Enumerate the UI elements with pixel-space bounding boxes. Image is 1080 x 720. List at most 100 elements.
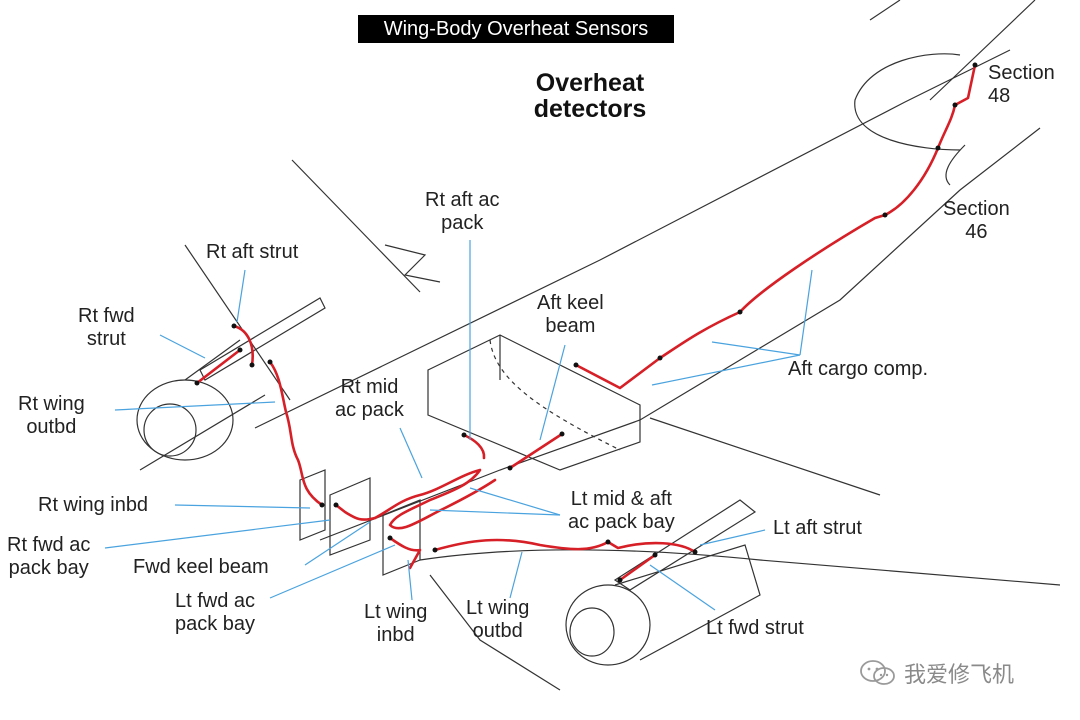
sensor-node	[605, 539, 611, 545]
label-line: 48	[988, 85, 1011, 107]
leader-lt-aft-strut	[699, 529, 766, 546]
right-engine-body	[139, 339, 266, 471]
right-wing-flap	[384, 244, 441, 283]
title-line-2: detectors	[533, 95, 647, 123]
leader-rt-aft-strut	[236, 269, 246, 323]
sensor-node	[652, 552, 658, 558]
left-engine-nacelle	[565, 584, 651, 666]
leader-lt-mid-aft-1	[469, 487, 561, 516]
sensor-rt-aft-strut	[232, 324, 254, 367]
page-title: Overheat detectors	[500, 70, 680, 122]
label-line: pack bay	[175, 613, 256, 635]
pack-bay-dashed	[489, 339, 621, 451]
pack-bay-box	[427, 334, 641, 471]
leader-fwd-keel-beam	[304, 521, 371, 566]
label-lt-wing-inbd: Lt wing inbd	[364, 601, 427, 647]
label-line: Rt wing	[18, 393, 85, 415]
leader-lines	[104, 240, 813, 611]
label-rt-aft-ac-pack: Rt aft ac pack	[425, 189, 499, 235]
label-line: ac pack	[335, 399, 404, 421]
label-section46: Section 46	[943, 198, 1010, 244]
watermark-text: 我爱修飞机	[904, 663, 1015, 688]
label-rt-fwd-strut: Rt fwd strut	[78, 305, 135, 351]
label-line: Section	[988, 62, 1055, 84]
fuselage-upper-edge	[254, 49, 1011, 429]
left-engine-inlet	[569, 607, 615, 657]
leader-aft-cargo-2	[711, 341, 801, 356]
label-lt-aft-strut: Lt aft strut	[773, 517, 862, 540]
sensor-node	[319, 502, 325, 508]
label-fwd-keel-beam: Fwd keel beam	[133, 556, 269, 579]
sensor-section46	[883, 146, 940, 217]
sensor-node	[194, 380, 200, 386]
sensor-node	[692, 549, 698, 555]
leader-aft-keel-beam	[539, 344, 566, 441]
label-line: strut	[86, 328, 126, 350]
leader-lt-fwd-strut	[649, 564, 716, 611]
sensor-node	[237, 347, 243, 353]
overheat-sensor-loops	[194, 62, 978, 583]
sensor-node	[617, 577, 623, 583]
leader-aft-cargo-3	[651, 354, 801, 386]
sensor-node	[231, 323, 237, 329]
leader-lt-mid-aft-2	[429, 509, 561, 516]
label-line: inbd	[376, 624, 415, 646]
label-rt-wing-inbd: Rt wing inbd	[38, 494, 148, 517]
sensor-node	[249, 362, 255, 368]
left-wing-aft-edge	[649, 417, 881, 496]
label-line: pack bay	[8, 557, 89, 579]
sensor-node	[507, 465, 513, 471]
label-lt-fwd-strut: Lt fwd strut	[706, 617, 804, 640]
label-lt-mid-aft-ac-pack-bay: Lt mid & aft ac pack bay	[568, 488, 675, 534]
sensor-lt-wing-inbd	[388, 536, 422, 570]
sensor-node	[935, 145, 941, 151]
label-line: beam	[545, 315, 596, 337]
label-rt-aft-strut: Rt aft strut	[206, 241, 298, 264]
title-banner: Wing-Body Overheat Sensors	[358, 15, 674, 43]
sensor-lt-wing-outbd	[433, 538, 697, 554]
label-line: outbd	[472, 620, 523, 642]
right-engine-inlet	[143, 403, 197, 457]
sensor-rt-mid-pack	[462, 433, 486, 460]
label-line: Rt wing inbd	[38, 494, 149, 516]
label-line: Lt wing	[364, 601, 428, 623]
label-aft-cargo-comp: Aft cargo comp.	[788, 358, 928, 381]
sensor-node	[657, 355, 663, 361]
sensor-node	[461, 432, 467, 438]
leader-aft-cargo-1	[799, 269, 813, 356]
label-rt-wing-outbd: Rt wing outbd	[18, 393, 85, 439]
label-line: Lt fwd strut	[706, 617, 804, 639]
sensor-rt-fwd-pack	[334, 503, 377, 521]
sensor-node	[267, 359, 273, 365]
section46-ring	[945, 144, 966, 186]
label-line: Rt aft strut	[206, 241, 299, 263]
label-line: Lt mid & aft	[570, 488, 672, 510]
label-line: 46	[965, 221, 988, 243]
sensor-node	[573, 362, 579, 368]
leader-lt-fwd-ac-pack-bay	[269, 544, 396, 599]
label-rt-mid-ac-pack: Rt mid ac pack	[335, 376, 404, 422]
section48-ring	[854, 53, 961, 151]
label-line: Rt aft ac	[425, 189, 500, 211]
tail-fin-edge	[869, 0, 1036, 101]
sensor-node	[737, 309, 743, 315]
left-wing-leading-edge	[419, 549, 1061, 586]
sensor-node	[972, 62, 978, 68]
label-line: Rt fwd	[78, 305, 135, 327]
leader-rt-wing-inbd	[174, 504, 311, 509]
right-wing-trailing-edge	[291, 159, 421, 293]
label-line: pack	[441, 212, 484, 234]
label-line: ac pack bay	[568, 511, 675, 533]
sensor-lt-strut	[618, 553, 657, 582]
watermark: 我爱修飞机	[858, 656, 1014, 690]
label-aft-keel-beam: Aft keel beam	[537, 292, 604, 338]
label-line: Aft keel	[537, 292, 604, 314]
label-section48: Section 48	[988, 62, 1055, 108]
label-line: Fwd keel beam	[133, 556, 269, 578]
leader-lt-wing-outbd	[509, 551, 523, 599]
sensor-rt-wing	[268, 360, 324, 507]
label-line: Lt aft strut	[773, 517, 862, 539]
label-line: outbd	[26, 416, 77, 438]
sensor-keel-loops	[373, 468, 497, 530]
sensor-node	[432, 547, 438, 553]
